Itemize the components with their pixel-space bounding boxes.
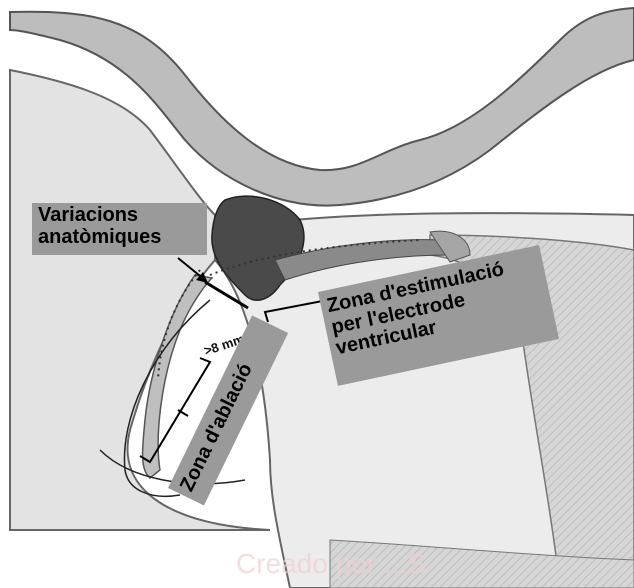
variations-label-line2: anatòmiques (38, 227, 201, 249)
watermark: Creado por ...S (236, 548, 426, 580)
variations-label: Variacions anatòmiques (32, 203, 207, 255)
variations-label-line1: Variacions (38, 205, 201, 227)
